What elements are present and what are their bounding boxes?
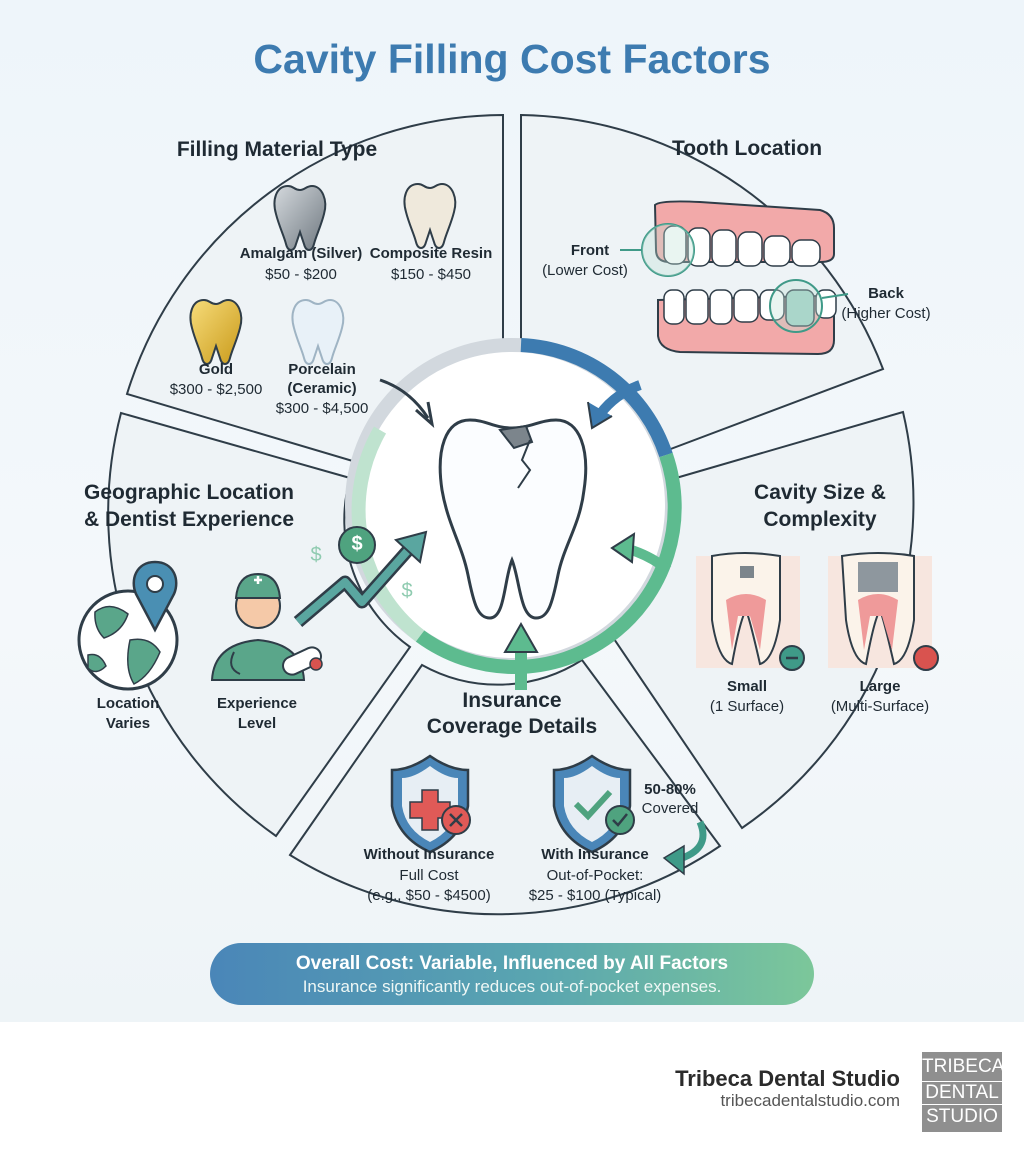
with-insurance-note2: $25 - $100 (Typical): [528, 887, 662, 904]
website-link[interactable]: tribecadentalstudio.com: [720, 1091, 900, 1110]
covered-percent: 50-80%: [644, 781, 696, 798]
dollar-symbol-faded-2: $: [401, 580, 413, 602]
central-tooth-icon: [438, 418, 588, 620]
front-note: (Lower Cost): [542, 262, 628, 279]
summary-banner: Overall Cost: Variable, Influenced by Al…: [210, 943, 814, 1005]
logo-line1: TRIBECA: [922, 1056, 1005, 1077]
insurance-heading-line2: Coverage Details: [426, 715, 598, 738]
mouth-illustration: [620, 200, 849, 356]
location-varies-label-1: Location: [96, 695, 160, 712]
map-pin-icon: [132, 560, 178, 633]
page-title: Cavity Filling Cost Factors: [253, 36, 771, 82]
back-label: Back: [868, 285, 904, 302]
logo-line3: STUDIO: [926, 1106, 998, 1127]
without-insurance-note1: Full Cost: [399, 867, 459, 884]
dollar-symbol-faded: $: [310, 544, 322, 566]
dollar-symbol: $: [351, 533, 363, 555]
logo-line2: DENTAL: [922, 1081, 1002, 1105]
gold-tooth-icon: [189, 298, 243, 365]
insurance-heading-line1: Insurance: [462, 689, 562, 712]
porcelain-price: $300 - $4,500: [275, 400, 369, 417]
small-label: Small: [726, 678, 768, 695]
tooth-location-heading: Tooth Location: [671, 137, 823, 160]
with-insurance-label: With Insurance: [541, 846, 649, 863]
covered-word: Covered: [641, 800, 699, 817]
composite-label: Composite Resin: [369, 245, 493, 262]
without-insurance-label: Without Insurance: [363, 846, 495, 863]
resin-tooth-icon: [403, 182, 457, 249]
front-label: Front: [570, 242, 610, 259]
porcelain-label-2: (Ceramic): [287, 380, 357, 397]
with-insurance-note1: Out-of-Pocket:: [546, 867, 644, 884]
experience-label-2: Level: [237, 715, 277, 732]
size-heading-line2: Complexity: [763, 508, 877, 531]
geo-heading-line1: Geographic Location: [83, 481, 295, 504]
large-note: (Multi-Surface): [830, 698, 930, 715]
experience-label-1: Experience: [216, 695, 298, 712]
amalgam-price: $50 - $200: [265, 266, 337, 283]
coverage-arrow-icon: [662, 820, 707, 876]
small-note: (1 Surface): [709, 698, 785, 715]
gold-price: $300 - $2,500: [169, 381, 263, 398]
brand-logo: TRIBECA DENTAL STUDIO: [922, 1052, 1005, 1132]
arrow-from-geographic: [293, 530, 428, 627]
arrow-from-insurance: [503, 621, 539, 690]
gold-label: Gold: [198, 361, 234, 378]
silver-tooth-icon: [273, 184, 327, 251]
location-varies-label-2: Varies: [105, 715, 151, 732]
arrow-from-size: [610, 532, 672, 574]
banner-line1: Overall Cost: Variable, Influenced by Al…: [295, 953, 729, 974]
shield-without-insurance-icon: [390, 754, 471, 854]
porcelain-tooth-icon: [291, 298, 345, 365]
brand-name: Tribeca Dental Studio: [675, 1066, 900, 1091]
diagram-graphics: [77, 113, 939, 916]
arrow-from-location: [587, 380, 642, 430]
geo-heading-line2: & Dentist Experience: [83, 508, 295, 531]
porcelain-label: Porcelain: [288, 361, 356, 378]
without-insurance-note2: (e.g., $50 - $4500): [367, 887, 491, 904]
large-label: Large: [859, 678, 901, 695]
banner-line2: Insurance significantly reduces out-of-p…: [302, 977, 722, 996]
material-heading: Filling Material Type: [176, 138, 378, 161]
shield-with-insurance-icon: [552, 754, 635, 854]
amalgam-label: Amalgam (Silver): [239, 245, 363, 262]
size-heading-line1: Cavity Size &: [754, 481, 886, 504]
dentist-icon: [210, 572, 323, 681]
arrow-from-material: [379, 378, 435, 428]
composite-price: $150 - $450: [390, 266, 472, 283]
small-cavity-tooth-icon: [696, 552, 805, 671]
large-cavity-tooth-icon: [828, 552, 939, 671]
footer: [0, 1022, 1024, 1154]
dollar-icon: [338, 526, 376, 564]
back-note: (Higher Cost): [841, 305, 931, 322]
